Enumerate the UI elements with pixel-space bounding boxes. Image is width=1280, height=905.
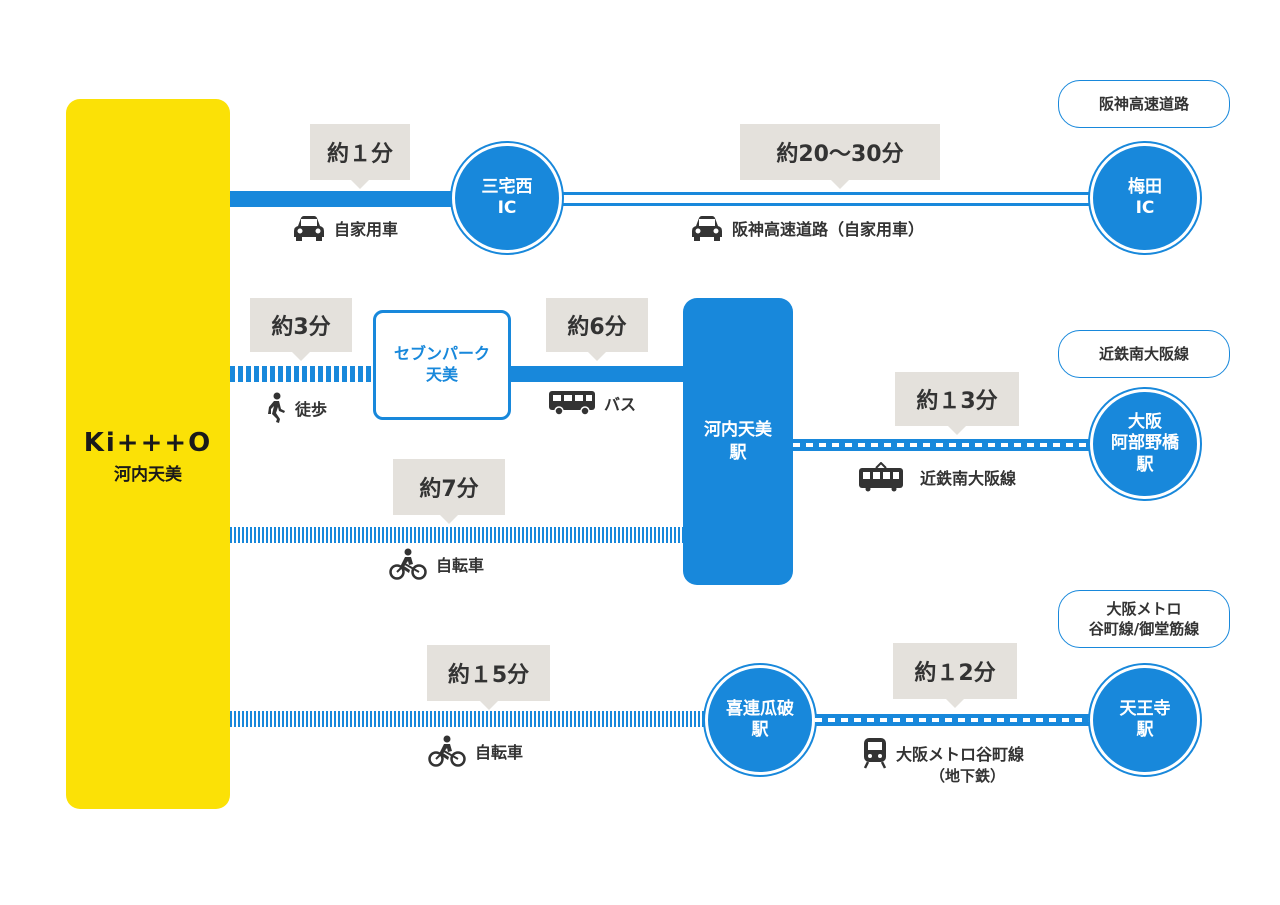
bike-line-2 (230, 711, 705, 727)
line-label-hanshin: 阪神高速道路 (1058, 80, 1230, 128)
subway-icon (862, 737, 888, 769)
car-line-1 (230, 191, 455, 207)
mode-walk: 徒歩 (265, 392, 327, 424)
bicycle-icon (427, 735, 467, 767)
time-callout-bike-1: 約7分 (393, 459, 505, 524)
kitto-logo: Ki+++O (83, 428, 213, 458)
bike-line-1 (230, 527, 683, 543)
mode-bike-1: 自転車 (388, 548, 484, 580)
bus-line (511, 366, 685, 382)
mode-bus: バス (548, 390, 636, 416)
time-callout-car-1: 約１分 (310, 124, 410, 189)
mode-car-1: 自家用車 (292, 214, 398, 242)
time-callout-bike-2: 約１5分 (427, 645, 550, 710)
car-icon (690, 214, 724, 242)
walk-line (230, 366, 373, 382)
line-label-kintetsu: 近鉄南大阪線 (1058, 330, 1230, 378)
bus-icon (548, 390, 596, 416)
mode-label: 自家用車 (334, 220, 399, 239)
time-callout-car-2: 約20～30分 (740, 124, 940, 189)
seven-park-amami[interactable]: セブンパーク 天美 (373, 310, 511, 420)
mode-tanimachi-sub: （地下鉄） (930, 767, 1006, 785)
time-callout-bus: 約6分 (546, 298, 648, 361)
mode-label: 阪神高速道路（自家用車） (732, 220, 925, 239)
kintetsu-rail-line (793, 439, 1093, 451)
mode-car-2: 阪神高速道路（自家用車） (690, 214, 924, 242)
train-icon (858, 462, 904, 492)
station-umeda-ic[interactable]: 梅田 IC (1090, 143, 1200, 253)
mode-bike-2: 自転車 (427, 735, 523, 767)
station-miyakenishi-ic[interactable]: 三宅西 IC (452, 143, 562, 253)
station-kire-uriwari[interactable]: 喜連瓜破 駅 (705, 665, 815, 775)
station-tennoji[interactable]: 天王寺 駅 (1090, 665, 1200, 775)
time-callout-walk: 約3分 (250, 298, 352, 361)
bicycle-icon (388, 548, 428, 580)
line-label-metro: 大阪メトロ 谷町線/御堂筋線 (1058, 590, 1230, 648)
walking-person-icon (265, 392, 287, 424)
car-icon (292, 214, 326, 242)
origin-name: 河内天美 (114, 465, 182, 485)
origin-bar (66, 99, 230, 809)
mode-kintetsu: 近鉄南大阪線 (858, 462, 1016, 492)
station-kawachi-amami[interactable]: 河内天美 駅 (683, 298, 793, 585)
station-osaka-abenobashi[interactable]: 大阪 阿部野橋 駅 (1090, 389, 1200, 499)
expressway-line (560, 192, 1095, 206)
time-callout-kintetsu: 約１3分 (895, 372, 1019, 435)
tanimachi-rail-line (815, 714, 1093, 726)
mode-tanimachi: 大阪メトロ谷町線 (862, 737, 1024, 769)
time-callout-tanimachi: 約１2分 (893, 643, 1017, 708)
